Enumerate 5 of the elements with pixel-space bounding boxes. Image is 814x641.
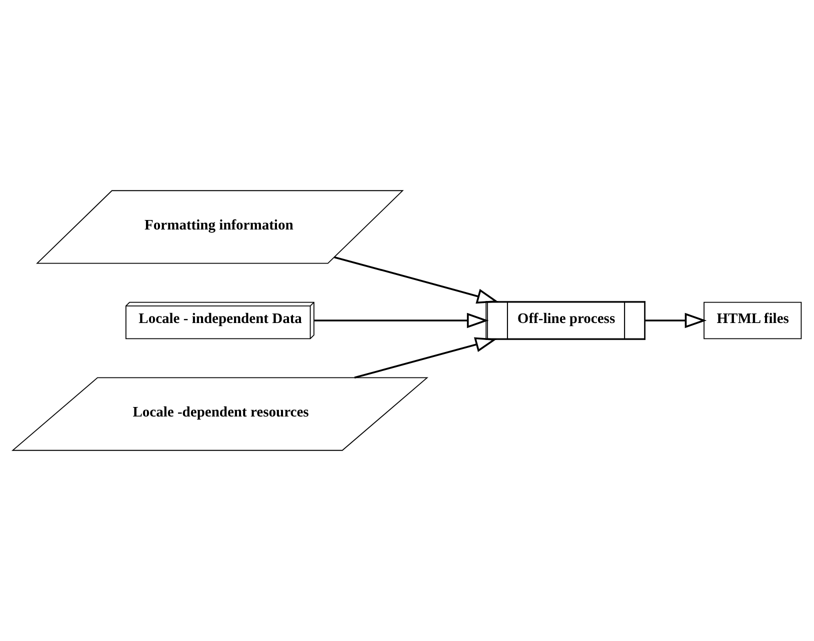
arrow xyxy=(314,312,489,328)
arrow xyxy=(334,256,499,304)
arrow xyxy=(645,312,707,328)
arrow xyxy=(354,337,498,379)
node-box: HTML files xyxy=(704,302,802,340)
